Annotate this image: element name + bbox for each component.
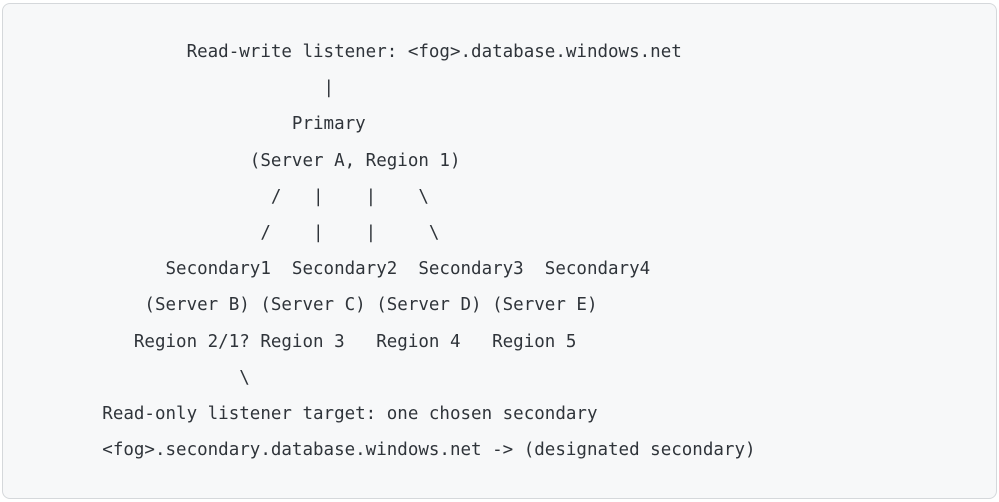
code-block: Read-write listener: <fog>.database.wind… xyxy=(2,3,997,499)
ascii-topology-diagram: Read-write listener: <fog>.database.wind… xyxy=(102,42,756,461)
